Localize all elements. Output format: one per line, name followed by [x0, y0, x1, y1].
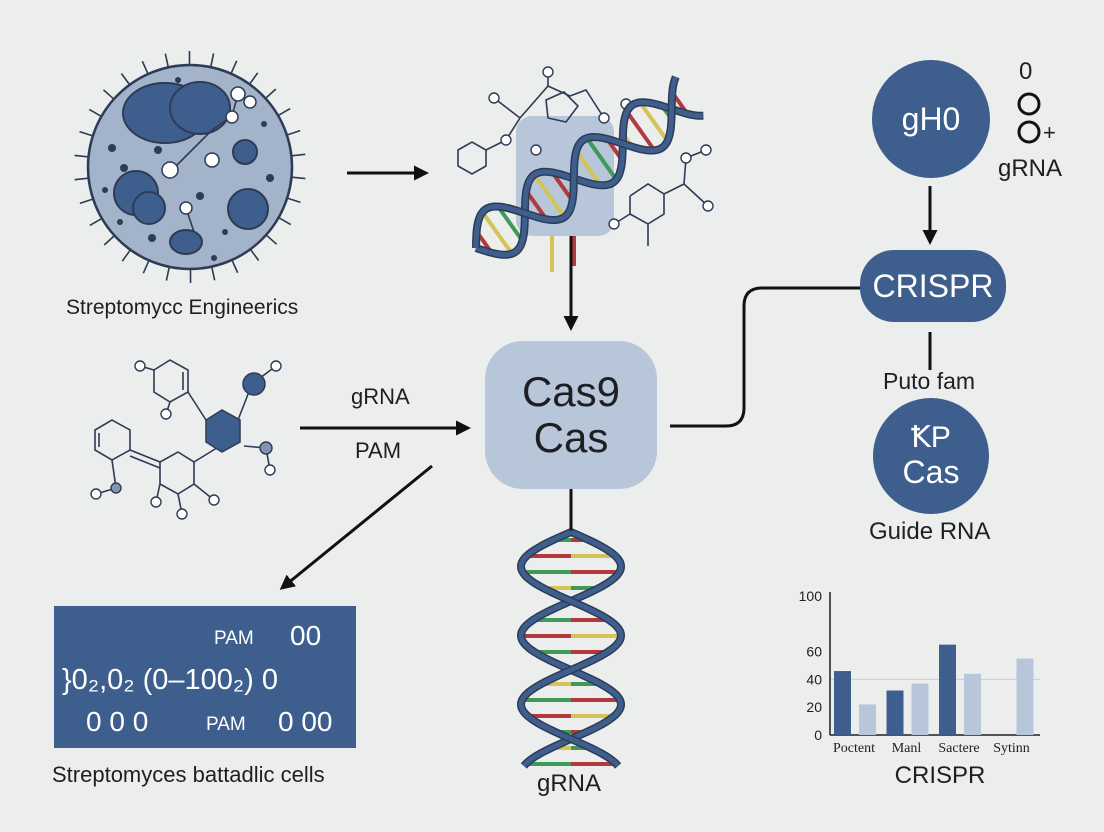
- cells-data-panel: PAM 00 }0₂,0₂ (0–100₂) 0 0 0 0 PAM 0 00: [54, 606, 356, 748]
- guide-rna-label: Guide RNA: [869, 518, 991, 545]
- panel-formula: }0₂,0₂ (0–100₂) 0: [62, 664, 278, 696]
- chart-ytick-label: 100: [799, 588, 823, 604]
- chart-xlabel: CRISPR: [895, 762, 986, 789]
- chart-bar: [911, 683, 929, 735]
- chart-category-label: Manl: [892, 741, 922, 756]
- guide-node-glyph: ꝀP: [911, 421, 951, 454]
- chart-bar: [1016, 658, 1034, 735]
- streptomyces-cell-icon: [74, 50, 306, 284]
- grna-glyph-icon: [1017, 92, 1041, 144]
- dna-molecule-icon: [457, 66, 714, 272]
- molecule-structure-icon: [90, 359, 282, 520]
- panel-value-2: 0 00: [278, 706, 333, 737]
- grna-node-label: gH0: [901, 100, 961, 137]
- chart-bar: [939, 644, 956, 735]
- panel-zeros: 0 0 0: [86, 706, 149, 737]
- crispr-node[interactable]: CRISPR: [860, 250, 1006, 322]
- guide-rna-node[interactable]: ꝀP Cas: [873, 398, 989, 514]
- cas-label: Cas: [533, 414, 609, 461]
- grna-node[interactable]: gH0: [872, 60, 990, 178]
- chart-ytick-label: 20: [806, 699, 822, 715]
- chart-bar: [859, 704, 876, 735]
- guide-node-cas: Cas: [902, 454, 960, 490]
- connector-cas9-to-crispr: [670, 286, 866, 428]
- arrow-cas9-to-cells: [279, 464, 433, 590]
- chart-ytick-label: 60: [806, 644, 822, 660]
- arrow-label-grna: gRNA: [351, 384, 410, 409]
- cell-label: Streptomycc Engineerics: [66, 296, 299, 319]
- panel-pam-2: PAM: [206, 714, 246, 735]
- crispr-label: CRISPR: [872, 267, 994, 304]
- grna-glyph-plus: +: [1043, 120, 1056, 145]
- helix-grna-label: gRNA: [537, 770, 602, 797]
- chart-bar: [834, 671, 851, 735]
- cas9-node[interactable]: Cas9 Cas: [485, 341, 657, 489]
- chart-category-label: Poctent: [833, 741, 875, 756]
- chart-category-label: Sytinn: [993, 741, 1030, 756]
- panel-value-1: 00: [290, 620, 322, 651]
- cells-caption: Streptomyces battadlic cells: [52, 762, 325, 787]
- chart-bar: [964, 673, 981, 735]
- dna-helix-icon: [516, 528, 626, 769]
- grna-side-label: gRNA: [998, 155, 1063, 182]
- cas9-label: Cas9: [521, 368, 621, 415]
- chart-category-label: Sactere: [938, 741, 979, 756]
- chart-bar: [886, 690, 904, 735]
- chart-ytick-label: 0: [814, 727, 822, 743]
- chart-ytick-label: 40: [806, 671, 822, 687]
- puto-label: Puto fam: [883, 368, 976, 394]
- grna-glyph-top: 0: [1019, 58, 1033, 85]
- arrow-label-pam: PAM: [355, 438, 402, 463]
- panel-pam-1: PAM: [214, 628, 254, 649]
